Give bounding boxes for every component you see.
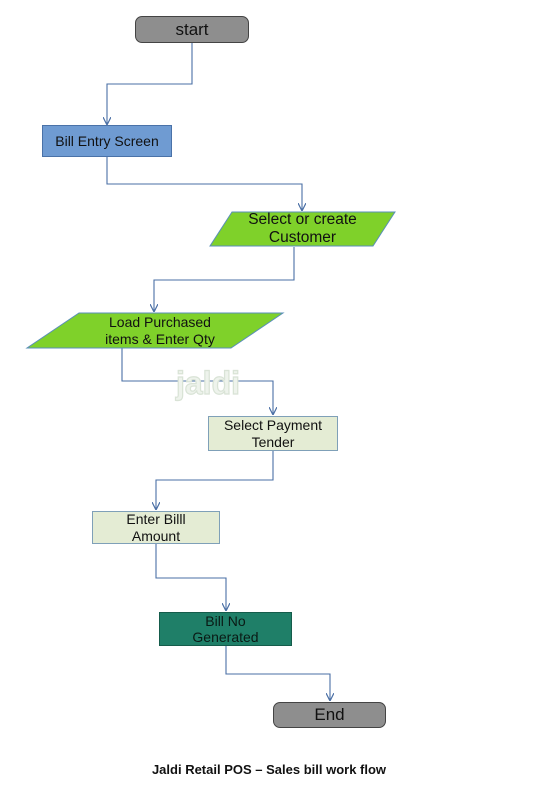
load-items-label: Load Purchased items & Enter Qty [105, 314, 215, 347]
connector-start-to-bill-entry [107, 42, 193, 124]
enter-bill-amount-label: Enter Billl Amount [126, 511, 186, 544]
select-payment-tender-node: Select Payment Tender [208, 416, 338, 451]
select-customer-shape [209, 211, 396, 247]
jaldi-watermark-logo: jaldi [174, 364, 240, 401]
select-payment-tender-label: Select Payment Tender [223, 417, 323, 450]
diagram-caption: Jaldi Retail POS – Sales bill work flow [151, 762, 387, 777]
connector-load-items-to-payment [121, 348, 273, 414]
select-customer-node: Select or create Customer [220, 211, 385, 246]
bill-no-generated-node: Bill No Generated [159, 612, 292, 646]
connector-amount-to-bill-generated [155, 544, 226, 610]
enter-bill-amount-node: Enter Billl Amount [92, 511, 220, 544]
end-node: End [273, 702, 386, 728]
load-items-node: Load Purchased items & Enter Qty [60, 313, 260, 348]
connector-bill-generated-to-end [225, 646, 330, 700]
end-label: End [314, 705, 345, 725]
svg-text:jaldi: jaldi [175, 365, 240, 401]
bill-no-generated-label: Bill No Generated [192, 612, 259, 645]
connector-customer-to-load-items [154, 247, 295, 311]
bill-entry-screen-label: Bill Entry Screen [55, 132, 159, 149]
connector-bill-entry-to-customer [106, 157, 302, 210]
start-label: start [175, 19, 209, 39]
select-customer-label: Select or create Customer [248, 211, 357, 246]
load-items-shape [25, 312, 285, 349]
start-node: start [135, 16, 249, 43]
connector-payment-to-amount [156, 451, 274, 509]
bill-entry-screen-node: Bill Entry Screen [42, 125, 172, 157]
